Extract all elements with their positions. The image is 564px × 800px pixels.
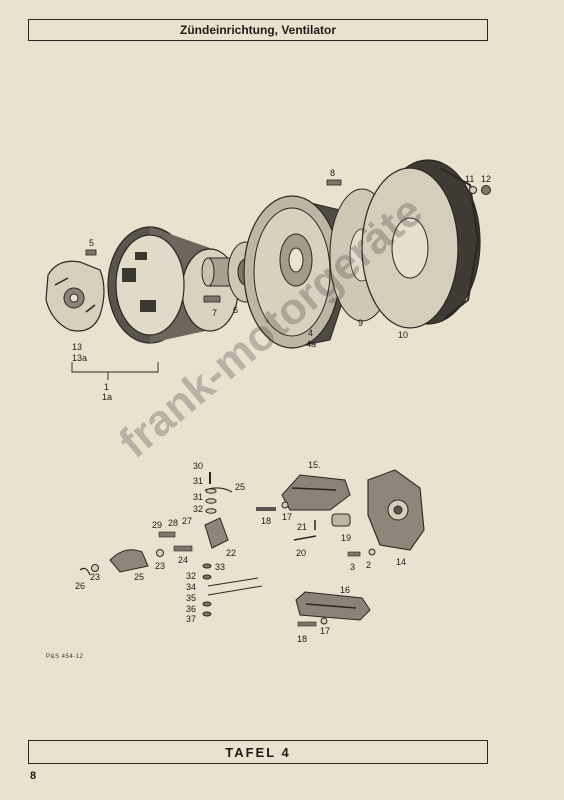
label-18b: 18 <box>297 634 307 644</box>
label-7: 7 <box>212 308 217 318</box>
plate-title: TAFEL 4 <box>225 744 291 760</box>
label-17b: 17 <box>320 626 330 636</box>
label-24: 24 <box>178 555 188 565</box>
label-10: 10 <box>398 330 408 340</box>
label-32a: 32 <box>193 504 203 514</box>
label-30: 30 <box>193 461 203 471</box>
label-37: 37 <box>186 614 196 624</box>
label-3: 3 <box>350 562 355 572</box>
label-36: 36 <box>186 604 196 614</box>
drawing-code: P&S 454-12 <box>46 654 84 660</box>
label-5: 5 <box>89 238 94 248</box>
label-1a: 1a <box>102 392 112 402</box>
part-19-sleeve <box>331 513 351 527</box>
label-31a: 31 <box>193 476 203 486</box>
label-2: 2 <box>366 560 371 570</box>
group-bracket-1 <box>71 362 159 373</box>
part-10-fan-wheel <box>361 159 481 329</box>
label-6: 6 <box>233 305 238 315</box>
label-12: 12 <box>481 174 491 184</box>
label-29: 29 <box>152 520 162 530</box>
label-4: 4 <box>308 328 313 338</box>
label-18a: 18 <box>261 516 271 526</box>
label-9: 9 <box>358 318 363 328</box>
label-11: 11 <box>465 174 474 184</box>
part-4-fan-housing <box>243 195 349 349</box>
label-31b: 31 <box>193 492 203 502</box>
label-25b: 25 <box>134 572 144 582</box>
small-hardware <box>79 472 376 627</box>
label-16: 16 <box>340 585 350 595</box>
label-35: 35 <box>186 593 196 603</box>
label-33: 33 <box>215 562 225 572</box>
label-26: 26 <box>75 581 85 591</box>
label-23a: 23 <box>155 561 165 571</box>
part-16-coil <box>295 591 371 621</box>
label-27: 27 <box>182 516 192 526</box>
part-labels: 5 13 13a 1 1a 7 6 4 4a 8 9 10 11 12 30 3… <box>72 168 491 644</box>
page-title-box: Zündeinrichtung, Ventilator <box>28 19 488 41</box>
label-13: 13 <box>72 342 82 352</box>
label-22: 22 <box>226 548 236 558</box>
label-8: 8 <box>330 168 335 178</box>
part-1-flywheel-ring <box>107 226 239 344</box>
page-title: Zündeinrichtung, Ventilator <box>180 23 336 37</box>
part-7-bolt <box>203 295 221 303</box>
label-19: 19 <box>341 533 351 543</box>
label-20: 20 <box>296 548 306 558</box>
page-number: 8 <box>30 770 37 782</box>
label-34: 34 <box>186 582 196 592</box>
label-25a: 25 <box>235 482 245 492</box>
part-14-stator-plate <box>367 469 425 551</box>
label-13a: 13a <box>72 353 87 363</box>
part-11-12-washers <box>469 185 491 195</box>
part-5-screw <box>85 249 97 256</box>
label-32b: 32 <box>186 571 196 581</box>
part-13-base-plate <box>45 260 105 332</box>
part-8-screw <box>326 179 342 186</box>
label-15: 15. <box>308 460 321 470</box>
label-28: 28 <box>168 518 178 528</box>
label-23b: 23 <box>90 572 100 582</box>
label-4a: 4a <box>306 339 316 349</box>
plate-title-box: TAFEL 4 <box>28 740 488 764</box>
label-17a: 17 <box>282 512 292 522</box>
label-21: 21 <box>297 522 307 532</box>
label-1: 1 <box>104 382 109 392</box>
part-15-coil <box>281 474 351 511</box>
label-14: 14 <box>396 557 406 567</box>
part-22-bracket <box>204 517 229 549</box>
